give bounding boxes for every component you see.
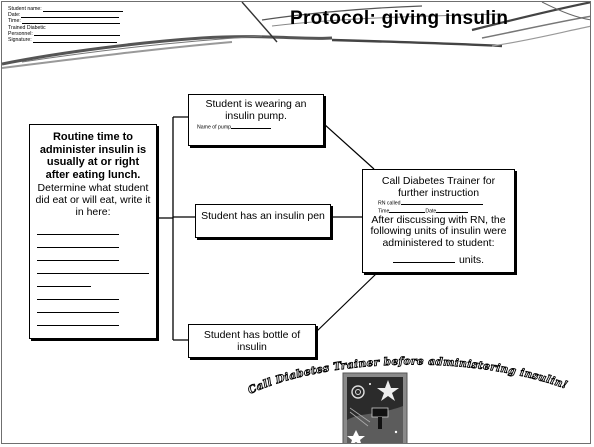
blank-line: [37, 248, 119, 261]
routine-instruction-text: Determine what student did eat or will e…: [35, 182, 151, 219]
blank-line: [37, 300, 119, 313]
insulin-pen-box: Student has an insulin pen: [195, 204, 331, 238]
header-swoosh-decoration: [2, 2, 590, 69]
routine-time-box: Routine time to administer insulin is us…: [29, 124, 157, 339]
pump-name-field[interactable]: Name of pump: [193, 123, 319, 132]
pen-box-text: Student has an insulin pen: [201, 210, 325, 222]
pump-box-text: Student is wearing an insulin pump.: [205, 98, 307, 122]
form-field-line: [33, 31, 120, 37]
night-sky-stamp-image: [342, 372, 408, 443]
connector-bracket: [157, 116, 195, 341]
insulin-bottle-box: Student has bottle of insulin: [188, 324, 316, 358]
form-field-line: [21, 18, 120, 24]
rn-called-field[interactable]: RN called: [368, 199, 509, 207]
form-field-date[interactable]: Date:: [8, 12, 123, 18]
call-diabetes-trainer-box: Call Diabetes Trainer for further instru…: [362, 169, 515, 273]
form-field-signature[interactable]: Signature:: [8, 37, 123, 43]
page-title: Protocol: giving insulin: [290, 8, 509, 29]
form-field-line: [32, 37, 117, 43]
form-field-trained-diabetic: Trained Diabetic: [8, 24, 46, 31]
blank-line: [37, 222, 119, 235]
connector-pump-to-call: [323, 123, 375, 170]
connector-bottle-to-call: [315, 272, 378, 333]
call-box-heading: Call Diabetes Trainer for further instru…: [381, 175, 496, 199]
call-box-body: After discussing with RN, the following …: [370, 213, 507, 249]
blank-line: [37, 261, 149, 274]
form-field-personnel[interactable]: Personnel:: [8, 31, 123, 37]
food-entry-lines[interactable]: [35, 222, 151, 326]
form-field-line: [42, 6, 123, 12]
form-field-line: [21, 12, 120, 18]
student-info-form: Student name: Date: Time: Trained Diabet…: [8, 6, 123, 43]
blank-line: [37, 287, 119, 300]
form-field-student-name[interactable]: Student name:: [8, 6, 123, 12]
units-field[interactable]: units.: [368, 252, 509, 267]
bottle-box-text: Student has bottle of insulin: [203, 329, 301, 353]
insulin-pump-box: Student is wearing an insulin pump. Name…: [188, 94, 324, 146]
blank-line: [37, 235, 119, 248]
form-field-time[interactable]: Time:: [8, 18, 123, 24]
call-trainer-banner: Call Diabetes Trainer before administeri…: [246, 355, 570, 397]
routine-bold-text: Routine time to administer insulin is us…: [39, 131, 147, 181]
units-blank-line: [392, 252, 455, 263]
blank-line: [37, 274, 91, 287]
blank-line: [37, 313, 119, 326]
